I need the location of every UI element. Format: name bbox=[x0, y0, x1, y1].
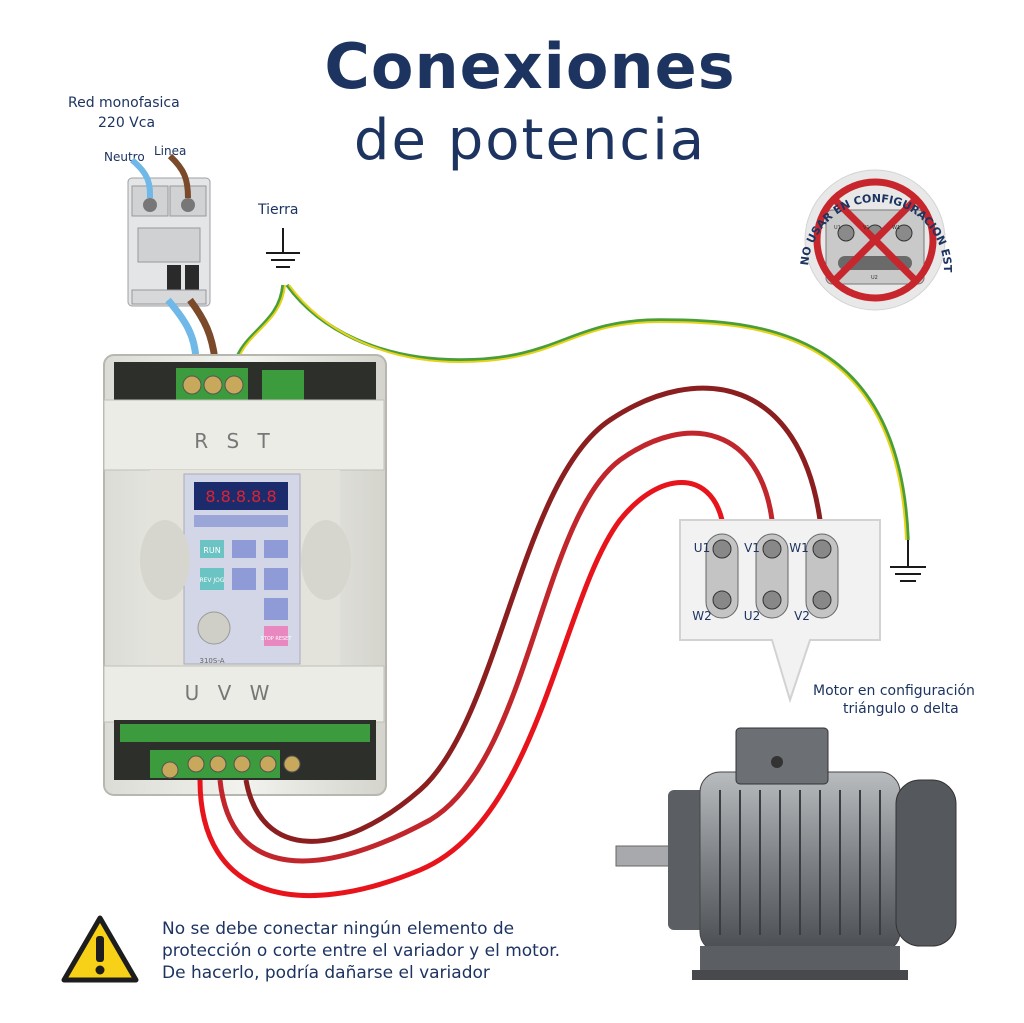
terminal-v1: V1 bbox=[744, 541, 760, 555]
terminal-v2: V2 bbox=[794, 609, 810, 623]
line-wire-out bbox=[187, 297, 219, 361]
supply-voltage-label: 220 Vca bbox=[98, 115, 156, 131]
electric-motor bbox=[615, 727, 957, 980]
no-star-config-icon bbox=[804, 169, 946, 311]
ground-symbol-motor bbox=[890, 540, 926, 582]
drive-model: 310S-A bbox=[200, 657, 225, 665]
terminal-w1: W1 bbox=[789, 541, 809, 555]
ground-wire-drive bbox=[236, 284, 285, 356]
motor-terminal-box bbox=[679, 519, 881, 704]
drive-rst-label: R S T bbox=[194, 429, 276, 453]
circuit-breaker bbox=[127, 177, 211, 307]
motor-caption-line2: triángulo o delta bbox=[843, 701, 959, 717]
wire-w bbox=[243, 385, 823, 844]
no-star-label-u1: U1 bbox=[834, 225, 841, 231]
warning-icon bbox=[61, 915, 139, 983]
terminal-u1: U1 bbox=[694, 541, 710, 555]
rev-jog-key-label: REV JOG bbox=[199, 577, 224, 584]
line-wire-in bbox=[167, 153, 191, 199]
neutral-wire-in bbox=[130, 157, 153, 199]
no-star-label-v1: V1 bbox=[863, 225, 870, 231]
neutral-wire-out bbox=[165, 297, 200, 361]
motor-caption-line1: Motor en configuración bbox=[813, 683, 975, 699]
no-star-label-w1: W1 bbox=[892, 225, 900, 231]
no-star-label-u2: U2 bbox=[871, 275, 878, 281]
terminal-w2: W2 bbox=[692, 609, 712, 623]
wire-u bbox=[197, 480, 725, 898]
ground-symbol-top bbox=[266, 228, 300, 268]
wire-v bbox=[217, 430, 775, 864]
drive-uvw-label: U V W bbox=[185, 681, 276, 705]
drive-display: 8.8.8.8.8 bbox=[205, 487, 276, 506]
stop-reset-key-label: STOP RESET bbox=[261, 636, 293, 642]
warning-line-2: protección o corte entre el variador y e… bbox=[162, 941, 561, 961]
warning-line-1: No se debe conectar ningún elemento de bbox=[162, 919, 515, 939]
ground-label: Tierra bbox=[258, 202, 299, 218]
terminal-u2: U2 bbox=[744, 609, 760, 623]
warning-line-3: De hacerlo, podría dañarse el variador bbox=[162, 963, 490, 983]
supply-label: Red monofasica bbox=[68, 95, 180, 111]
page-title: Conexiones bbox=[324, 30, 736, 103]
frequency-drive bbox=[103, 354, 387, 796]
run-key-label: RUN bbox=[203, 546, 220, 555]
warning-text: No se debe conectar ningún elemento de p… bbox=[162, 918, 682, 984]
page-subtitle: de potencia bbox=[353, 108, 707, 173]
line-label: Linea bbox=[154, 144, 187, 158]
